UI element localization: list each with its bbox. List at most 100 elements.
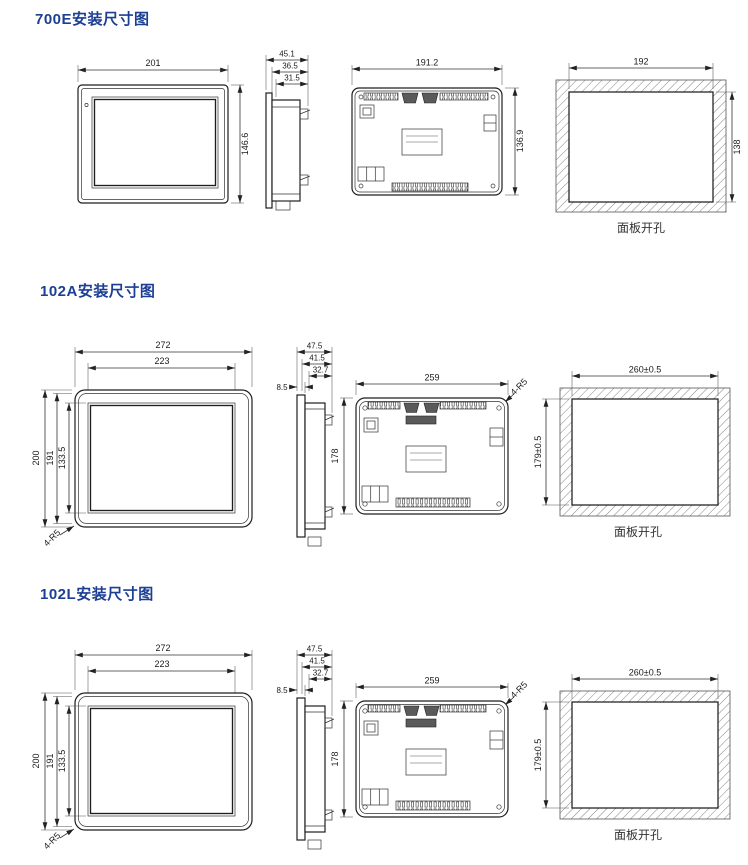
- dim-text-screen-height: 133.5: [57, 750, 67, 773]
- cutout-view: 260±0.5 179±0.5 面板开孔: [533, 668, 731, 842]
- power-terminal: [357, 166, 385, 182]
- mounting-clip: [324, 809, 333, 821]
- dim-side-depths: 47.5 41.5 32.7: [296, 645, 333, 716]
- panel-back-drawing: [351, 87, 503, 196]
- corner-radius-text: 4-R5: [41, 527, 62, 548]
- dim-text-depth-total: 47.5: [307, 645, 323, 654]
- dim-text-cutout-height: 179±0.5: [533, 436, 543, 468]
- corner-radius-callout: 4-R5: [41, 525, 75, 548]
- dim-text-outer-width: 272: [155, 643, 170, 653]
- mounting-clip: [299, 108, 309, 120]
- dim-back-height: 178: [330, 700, 353, 818]
- dim-text-depth-inner: 31.5: [284, 74, 300, 83]
- dim-cutout-height: 179±0.5: [533, 701, 569, 809]
- mounting-clip: [324, 414, 333, 426]
- vent-slots: [395, 800, 471, 811]
- corner-radius-text: 4-R5: [508, 376, 529, 397]
- dim-bezel-depth: 8.5: [276, 382, 313, 393]
- front-view: 201 146.6: [77, 58, 250, 204]
- front-view: 272 223 200: [31, 643, 253, 851]
- panel-back-drawing: [355, 700, 509, 818]
- db9-connector: [423, 705, 440, 716]
- dim-text-mid-height: 191: [45, 450, 55, 465]
- panel-back-drawing: [355, 397, 509, 515]
- dim-text-cutout-height: 138: [732, 139, 742, 154]
- dim-text-depth-mid: 36.5: [282, 62, 298, 71]
- vent-slots: [391, 182, 469, 192]
- dim-text-depth-inner: 32.7: [313, 366, 329, 375]
- section-title: 102A安装尺寸图: [40, 283, 156, 300]
- db9-connector: [401, 92, 419, 104]
- side-profile-drawing: [265, 92, 311, 211]
- bottom-connector: [275, 200, 291, 211]
- dim-text-front-width: 201: [145, 58, 160, 68]
- db9-connector: [403, 705, 420, 716]
- corner-radius-callout: 4-R5: [41, 828, 75, 851]
- ethernet-port: [359, 104, 375, 119]
- dim-text-back-height: 136.9: [515, 130, 525, 153]
- dim-text-screen-width: 223: [154, 659, 169, 669]
- front-view: 272 223 200: [31, 340, 253, 548]
- ethernet-port: [363, 417, 379, 433]
- dim-front-height: 146.6: [231, 84, 250, 204]
- dim-text-depth-mid: 41.5: [309, 354, 325, 363]
- vent-slots: [439, 92, 489, 101]
- db9-connector: [423, 402, 440, 413]
- side-view: 47.5 41.5 32.7 8.5: [276, 645, 335, 850]
- back-view: 191.2: [351, 58, 525, 196]
- dim-front-mid-height: 191: [45, 393, 72, 524]
- vent-slots: [439, 401, 487, 410]
- dim-text-outer-width: 272: [155, 340, 170, 350]
- cutout-hole: [571, 701, 719, 809]
- corner-radius-text: 4-R5: [508, 679, 529, 700]
- db9-connector: [421, 92, 439, 104]
- dim-back-height: 136.9: [505, 87, 525, 196]
- cutout-view: 192 138 面板开孔: [555, 57, 742, 235]
- dim-front-outer-width: 272: [74, 643, 253, 690]
- section-700e: 700E安装尺寸图 201 146.6: [0, 0, 748, 265]
- dim-back-width: 259: [355, 676, 509, 698]
- io-connector: [405, 415, 437, 425]
- cutout-hole: [568, 91, 714, 203]
- dim-text-cutout-width: 260±0.5: [629, 365, 661, 375]
- dim-back-height: 178: [330, 397, 353, 515]
- section-title: 102L安装尺寸图: [40, 586, 154, 603]
- mounting-clip: [324, 506, 333, 518]
- cutout-hole: [571, 398, 719, 506]
- cutout-label: 面板开孔: [614, 525, 662, 539]
- dim-text-bezel: 8.5: [276, 383, 288, 392]
- dim-text-depth-mid: 41.5: [309, 657, 325, 666]
- side-view: 45.1 36.5 31.5: [265, 50, 311, 211]
- io-connector: [405, 718, 437, 728]
- cutout-drawing: [559, 690, 731, 820]
- dim-text-outer-height: 200: [31, 450, 41, 465]
- dim-cutout-height: 179±0.5: [533, 398, 569, 506]
- vent-slots: [363, 92, 399, 101]
- mounting-clip: [324, 717, 333, 729]
- cutout-drawing: [555, 79, 727, 213]
- section-102l: 102L安装尺寸图 272 223: [0, 573, 748, 865]
- dim-text-cutout-width: 260±0.5: [629, 668, 661, 678]
- dim-text-cutout-width: 192: [633, 57, 648, 67]
- side-view: 47.5 41.5 32.7 8.5: [276, 342, 335, 547]
- dim-text-depth-total: 45.1: [279, 50, 295, 59]
- led-indicator: [84, 103, 89, 107]
- side-profile-drawing: [296, 697, 335, 850]
- bottom-connector: [307, 839, 322, 850]
- panel-front-drawing: [74, 389, 253, 528]
- vent-slots: [367, 704, 401, 713]
- dim-front-outer-height: 200: [31, 692, 72, 831]
- dim-cutout-height: 138: [716, 91, 742, 203]
- bottom-connector: [307, 536, 322, 547]
- dim-front-mid-height: 191: [45, 696, 72, 827]
- section-title: 700E安装尺寸图: [35, 11, 150, 28]
- dim-text-depth-inner: 32.7: [313, 669, 329, 678]
- dim-text-back-width: 259: [424, 373, 439, 383]
- label-plate: [405, 445, 447, 473]
- dim-bezel-depth: 8.5: [276, 685, 313, 696]
- corner-radius-text: 4-R5: [41, 830, 62, 851]
- section-102a: 102A安装尺寸图 272 223: [0, 270, 748, 565]
- side-profile-drawing: [296, 394, 335, 547]
- corner-radius-callout: 4-R5: [504, 376, 529, 403]
